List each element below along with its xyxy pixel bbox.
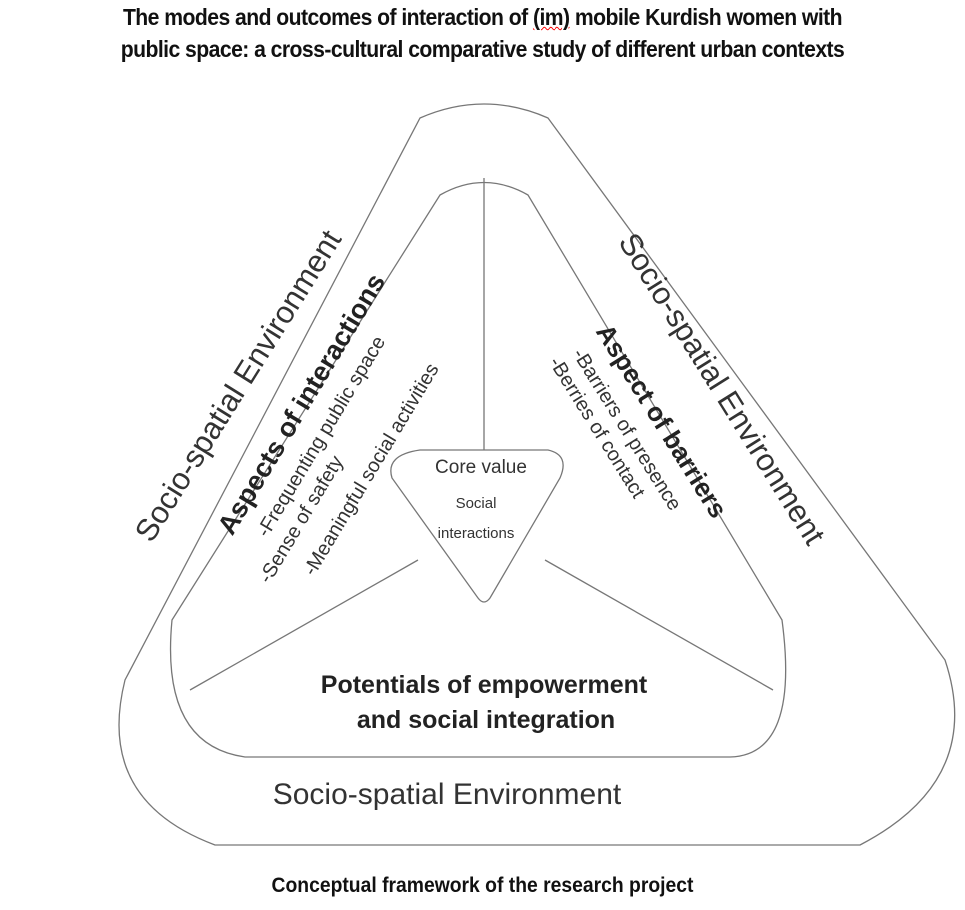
core-text-line-1: Social bbox=[456, 495, 497, 512]
core-value-label: Core value bbox=[435, 457, 527, 478]
title-text: The modes and outcomes of interaction of bbox=[122, 4, 533, 30]
divider-right bbox=[544, 559, 774, 691]
title-line-2: public space: a cross-cultural comparati… bbox=[120, 36, 845, 62]
title-text-im: (im) bbox=[532, 4, 570, 30]
divider-left bbox=[189, 559, 419, 691]
title-line-1: The modes and outcomes of interaction of… bbox=[39, 4, 927, 31]
outer-ring bbox=[118, 103, 956, 846]
potentials-line-2: and social integration bbox=[357, 706, 615, 734]
figure-caption: Conceptual framework of the research pro… bbox=[271, 874, 694, 897]
inner-ring bbox=[169, 181, 787, 758]
env-bottom-label: Socio-spatial Environment bbox=[273, 778, 622, 811]
core-triangle bbox=[390, 449, 564, 603]
title-text: mobile Kurdish women with bbox=[569, 4, 843, 30]
potentials-line-1: Potentials of empowerment bbox=[321, 671, 648, 699]
core-text-line-2: interactions bbox=[438, 525, 515, 542]
